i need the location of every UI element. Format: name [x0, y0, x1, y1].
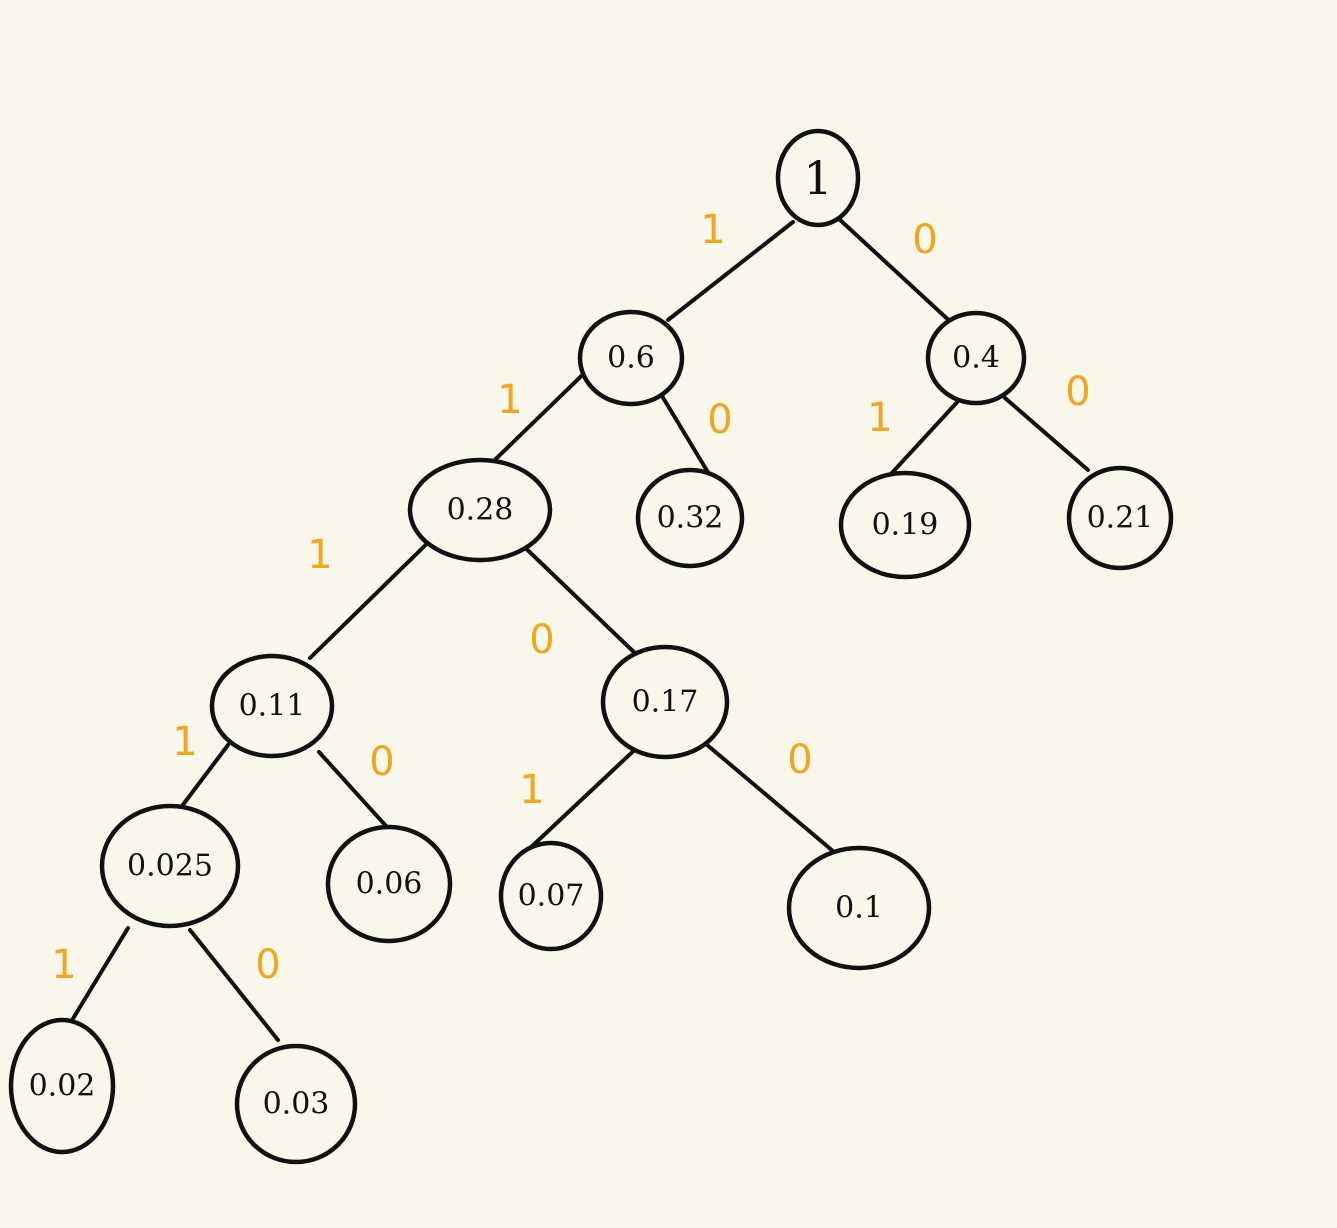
- tree-node-n_032: 0.32: [635, 467, 745, 569]
- node-circle-n_032: [635, 467, 745, 569]
- edge-root-n_04: [836, 216, 957, 328]
- node-circle-n_028: [407, 457, 553, 563]
- node-label-n_019: 0.19: [872, 508, 939, 543]
- edge-label-n_0025-n_002: 1: [51, 942, 76, 988]
- edge-label-n_017-n_01: 0: [787, 737, 812, 783]
- node-circle-n_0025: [99, 803, 241, 929]
- edge-label-root-n_06: 1: [700, 207, 725, 253]
- node-circle-n_002: [8, 1017, 116, 1155]
- tree-node-n_021: 0.21: [1066, 465, 1174, 571]
- tree-node-root: 1: [775, 128, 861, 228]
- edge-n_04-n_021: [1003, 396, 1090, 472]
- tree-node-n_002: 0.02: [8, 1017, 116, 1155]
- edge-label-n_04-n_021: 0: [1065, 369, 1090, 415]
- node-label-n_01: 0.1: [835, 891, 883, 926]
- tree-node-n_017: 0.17: [600, 644, 730, 760]
- node-label-n_021: 0.21: [1087, 501, 1154, 536]
- node-label-n_0025: 0.025: [127, 849, 213, 884]
- edge-n_011-n_006: [317, 750, 388, 828]
- edge-n_011-n_0025: [180, 743, 230, 808]
- node-label-n_003: 0.03: [263, 1087, 330, 1122]
- edge-n_028-n_017: [512, 535, 640, 658]
- node-label-n_04: 0.4: [952, 341, 1000, 376]
- node-label-n_011: 0.11: [239, 689, 306, 724]
- edge-labels: 1 0 1 0 1 0 1 0 1 0 1 0 1 0: [51, 207, 1090, 988]
- edge-n_028-n_011: [308, 526, 445, 660]
- edge-n_04-n_019: [888, 396, 963, 477]
- tree-node-n_007: 0.07: [498, 840, 604, 952]
- node-circle-n_019: [838, 470, 972, 580]
- edge-label-n_06-n_028: 1: [497, 377, 522, 423]
- node-circle-n_021: [1066, 465, 1174, 571]
- tree-node-n_01: 0.1: [786, 845, 932, 971]
- edge-label-n_017-n_007: 1: [519, 767, 544, 813]
- edge-n_0025-n_003: [188, 928, 280, 1042]
- node-label-root: 1: [803, 151, 832, 205]
- tree-node-n_011: 0.11: [209, 653, 335, 759]
- node-label-n_002: 0.02: [29, 1069, 96, 1104]
- edge-label-root-n_04: 0: [912, 217, 937, 263]
- edge-label-n_011-n_006: 0: [369, 739, 394, 785]
- tree-node-n_019: 0.19: [838, 470, 972, 580]
- node-label-n_007: 0.07: [518, 879, 585, 914]
- edge-label-n_0025-n_003: 0: [255, 942, 280, 988]
- node-circle-n_011: [209, 653, 335, 759]
- edge-label-n_028-n_011: 1: [307, 532, 332, 578]
- tree-node-n_0025: 0.025: [99, 803, 241, 929]
- node-circle-n_007: [498, 840, 604, 952]
- node-label-n_028: 0.28: [447, 493, 514, 528]
- edge-label-n_06-n_032: 0: [707, 397, 732, 443]
- edge-n_017-n_01: [704, 742, 842, 859]
- tree-node-n_006: 0.06: [325, 824, 453, 944]
- tree-node-n_06: 0.6: [577, 309, 685, 407]
- edge-label-n_011-n_0025: 1: [172, 719, 197, 765]
- tree-node-n_003: 0.03: [234, 1043, 358, 1165]
- node-circle-n_06: [577, 309, 685, 407]
- tree-node-n_04: 0.4: [925, 310, 1027, 406]
- node-circle-n_017: [600, 644, 730, 760]
- node-circle-n_003: [234, 1043, 358, 1165]
- node-circle-n_01: [786, 845, 932, 971]
- edge-root-n_06: [666, 220, 795, 322]
- edge-label-n_028-n_017: 0: [529, 617, 554, 663]
- node-label-n_032: 0.32: [657, 501, 724, 536]
- node-circle-n_04: [925, 310, 1027, 406]
- node-label-n_006: 0.06: [356, 867, 423, 902]
- edge-label-n_04-n_019: 1: [867, 395, 892, 441]
- node-label-n_06: 0.6: [607, 341, 655, 376]
- node-circle-root: [775, 128, 861, 228]
- node-circle-n_006: [325, 824, 453, 944]
- node-label-n_017: 0.17: [632, 685, 699, 720]
- tree-node-n_028: 0.28: [407, 457, 553, 563]
